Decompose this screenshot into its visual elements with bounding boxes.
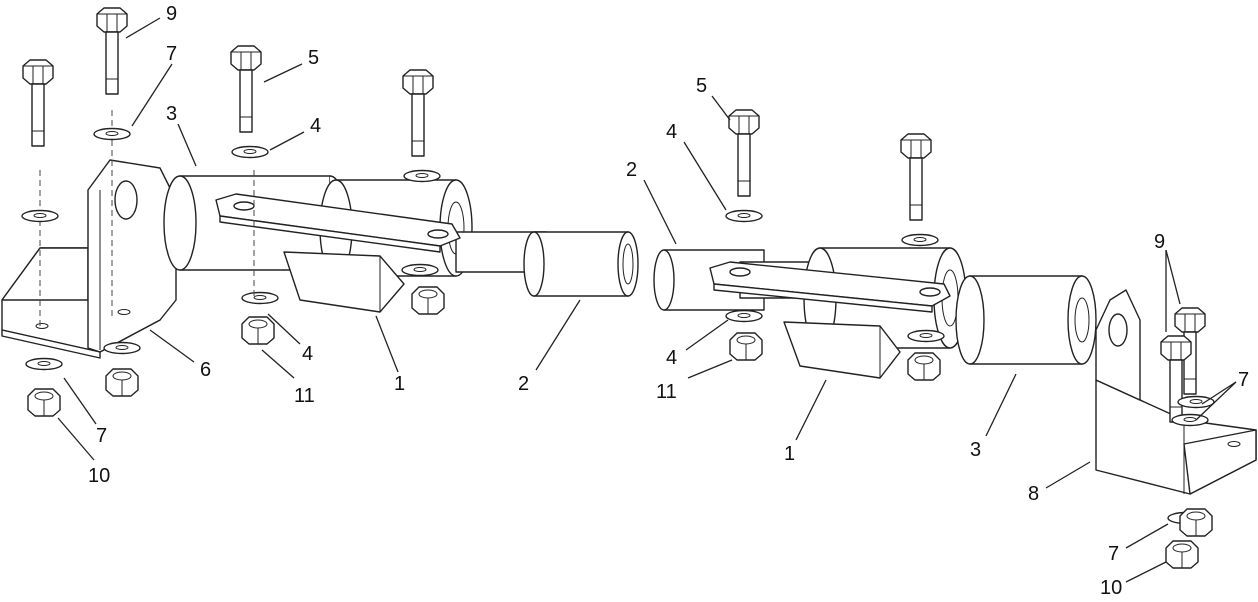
callout-2-right: 2	[626, 159, 637, 181]
bolt-5-left-b	[402, 69, 434, 157]
washer-4-left-top	[231, 145, 269, 159]
bolt-5-right	[728, 109, 760, 197]
callout-6: 6	[200, 359, 211, 381]
washer-4-left-bottom	[241, 291, 279, 305]
leader-lines	[57, 17, 1237, 583]
nut-10-right-a	[1179, 508, 1213, 537]
callout-7-left-bottom: 7	[96, 425, 107, 447]
washer-7-left-a	[93, 127, 131, 141]
callout-7-left-top: 7	[166, 43, 177, 65]
callout-11-right: 11	[656, 381, 677, 403]
washer-7-right-b	[1171, 413, 1209, 427]
shaft-2-left	[455, 231, 639, 297]
bolt-5-left	[230, 45, 262, 133]
callout-5-left: 5	[308, 47, 319, 69]
pivot-arm-1-right	[709, 261, 951, 379]
left-mounting-bracket	[1, 159, 177, 359]
callout-1-right: 1	[784, 443, 795, 465]
nut-10-left	[27, 388, 61, 417]
callout-4-left-bottom: 4	[302, 343, 313, 365]
callout-8: 8	[1028, 483, 1039, 505]
callout-10-left: 10	[88, 465, 110, 487]
callout-11-left: 11	[294, 385, 315, 407]
washer-7-right-a	[1177, 395, 1215, 409]
nut-11-right	[729, 332, 763, 361]
callout-3-left: 3	[166, 103, 177, 125]
callout-9-right: 9	[1154, 231, 1165, 253]
right-mounting-bracket	[1095, 289, 1257, 495]
callout-5-right: 5	[696, 75, 707, 97]
callout-4-right-bottom: 4	[666, 347, 677, 369]
callout-9-left: 9	[166, 3, 177, 25]
washer-7-left-b	[21, 209, 59, 223]
washer-4-left-top-b	[403, 169, 441, 183]
washer-7-left-d	[25, 357, 63, 371]
washer-4-right-top	[725, 209, 763, 223]
bolt-5-right-b	[900, 133, 932, 221]
bushing-3-right	[955, 275, 1097, 365]
nut-11-right-b	[907, 352, 941, 381]
washer-4-left-mid	[401, 263, 439, 277]
bolt-9-left-b	[96, 7, 128, 95]
nut-11-left-b	[411, 286, 445, 315]
callout-2-left: 2	[518, 373, 529, 395]
washer-4-right-mid	[907, 329, 945, 343]
callout-10-right: 10	[1100, 577, 1122, 597]
callout-7-right-top: 7	[1238, 369, 1249, 391]
washer-4-right-bottom	[725, 309, 763, 323]
callout-7-right-bottom: 7	[1108, 543, 1119, 565]
callout-3-right: 3	[970, 439, 981, 461]
nut-10-left-b	[105, 368, 139, 397]
washer-7-left-c	[103, 341, 141, 355]
nut-11-left	[241, 316, 275, 345]
callout-4-left-top: 4	[310, 115, 321, 137]
callout-4-right-top: 4	[666, 121, 677, 143]
callout-1-left: 1	[394, 373, 405, 395]
nut-10-right	[1165, 540, 1199, 569]
pivot-arm-1-left	[215, 193, 461, 313]
bolt-9-left-a	[22, 59, 54, 147]
washer-4-right-top-b	[901, 233, 939, 247]
